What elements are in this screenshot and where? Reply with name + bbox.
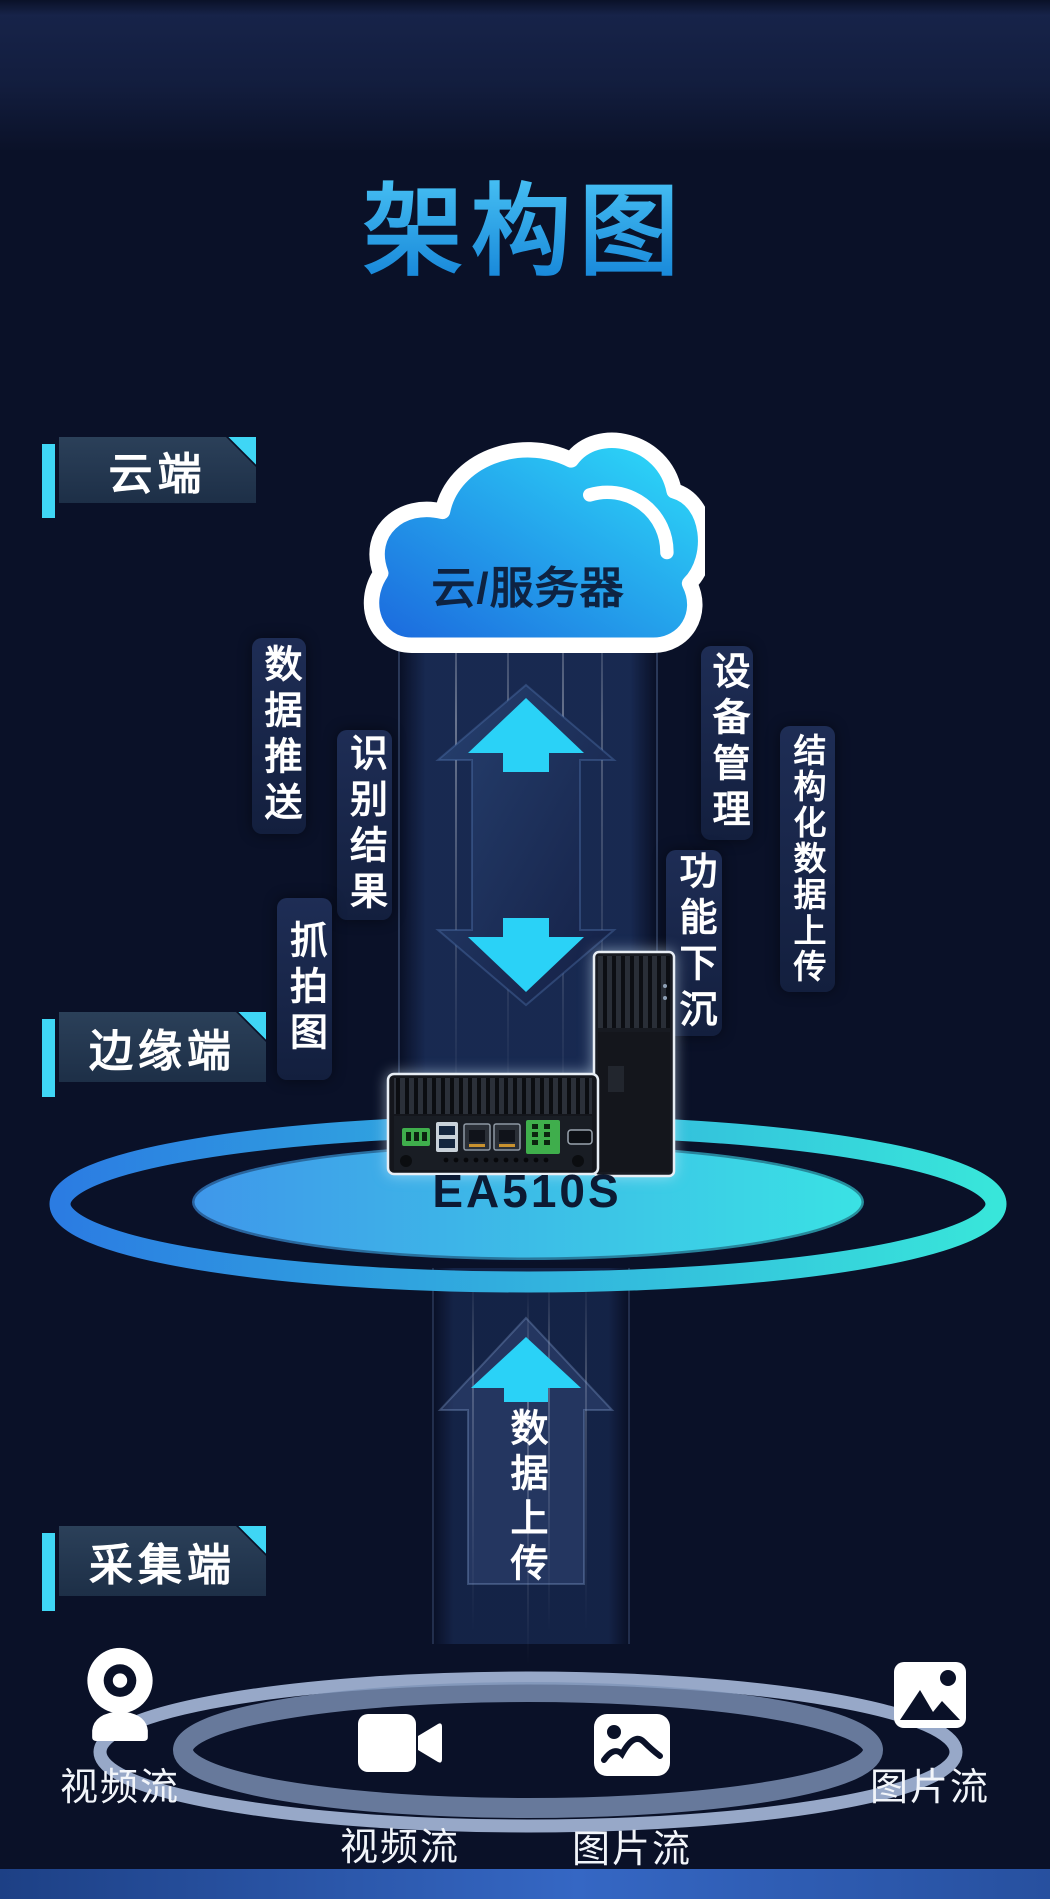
collection-platform-rings (93, 1671, 963, 1833)
light-beam-lower (432, 1268, 630, 1644)
source-label: 视频流 (339, 1827, 460, 1869)
image-filled-icon (894, 1662, 966, 1728)
badge-accent-bar (42, 1533, 55, 1611)
device-box (386, 1072, 600, 1176)
flow-label-structured-data-upload: 结构化数据上传 (780, 726, 835, 992)
source-label: 图片流 (869, 1767, 990, 1809)
double-arrow-outline (435, 683, 617, 1007)
source-label: 视频流 (59, 1767, 180, 1809)
ethernet-ports (463, 1123, 521, 1151)
down-arrow-icon (468, 918, 584, 992)
source-image-stream-outline: 图片流 (552, 1712, 712, 1873)
source-video-stream-webcam: 视频流 (40, 1646, 200, 1811)
upload-arrow-icon (437, 1316, 615, 1585)
camcorder-icon (358, 1714, 442, 1772)
badge-accent-bar (42, 444, 55, 518)
light-streak (455, 545, 457, 1130)
flow-label-recognition-result: 识别结果 (337, 730, 392, 920)
cloud-icon (363, 432, 705, 653)
bidirectional-arrow (435, 683, 617, 1007)
light-streak (472, 1272, 474, 1632)
title-band (0, 0, 1050, 152)
page-title: 架构图 (0, 150, 1050, 295)
light-streak (585, 1272, 587, 1632)
light-streak (548, 1272, 550, 1632)
flow-label-snapshot: 抓拍图 (277, 898, 332, 1080)
flow-label-function-sink: 功能下沉 (666, 850, 722, 1036)
cloud-server-label: 云/服务器 (431, 564, 625, 613)
flow-label-data-push: 数据推送 (252, 638, 306, 834)
tier-label-edge: 边缘端 (59, 1012, 266, 1082)
data-upload-label: 数据上传 (504, 1408, 546, 1588)
tier-badge-cloud: 云端 (42, 437, 256, 518)
badge-accent-bar (42, 1019, 55, 1097)
device-tower (592, 950, 676, 1178)
image-icon (594, 1714, 670, 1776)
up-arrow-icon (468, 698, 584, 772)
source-image-stream-filled: 图片流 (850, 1660, 1010, 1811)
light-streak (527, 1290, 529, 1665)
tier-label-collect: 采集端 (59, 1526, 266, 1596)
light-streak (601, 545, 603, 1130)
flow-label-device-management: 设备管理 (701, 646, 753, 840)
webcam-icon (87, 1647, 153, 1742)
device-name: EA510S (432, 1165, 622, 1217)
tier-label-cloud: 云端 (59, 437, 256, 503)
edge-device-image (386, 950, 676, 1178)
tier-badge-collect: 采集端 (42, 1526, 266, 1611)
bottom-accent-band (0, 1869, 1050, 1899)
source-label: 图片流 (571, 1829, 692, 1871)
tier-badge-edge: 边缘端 (42, 1012, 266, 1097)
source-video-stream-camcorder: 视频流 (320, 1710, 480, 1871)
